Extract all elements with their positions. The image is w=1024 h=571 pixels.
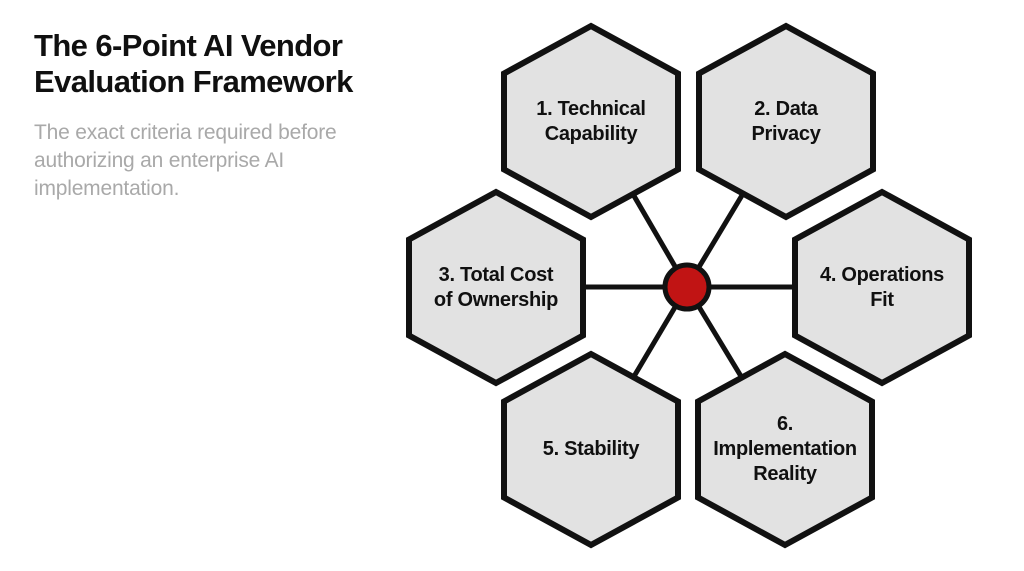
header: The 6-Point AI Vendor Evaluation Framewo… — [34, 28, 424, 203]
node-label: 2. Data Privacy — [751, 97, 821, 145]
page-subtitle: The exact criteria required before autho… — [34, 121, 337, 200]
hexagon-node-implementation-reality: 6. Implementation Reality — [694, 350, 876, 549]
hexagon-node-operations-fit: 4. Operations Fit — [791, 188, 973, 387]
node-label: 3. Total Cost of Ownership — [433, 263, 559, 311]
hexagon-node-total-cost-of-ownership: 3. Total Cost of Ownership — [405, 188, 587, 387]
hexagon-shape — [406, 188, 586, 387]
hub-circle-icon — [662, 262, 712, 312]
hexagon-shape — [696, 22, 876, 221]
hexagon-shape — [501, 350, 681, 549]
node-label: 4. Operations Fit — [820, 263, 944, 311]
node-label: 6. Implementation Reality — [713, 413, 857, 485]
hexagon-node-data-privacy: 2. Data Privacy — [695, 22, 877, 221]
hexagon-node-technical-capability: 1. Technical Capability — [500, 22, 682, 221]
node-label: 1. Technical Capability — [536, 97, 646, 145]
hexagon-shape — [695, 350, 875, 549]
page-title: The 6-Point AI Vendor Evaluation Framewo… — [34, 28, 353, 99]
hexagon-node-stability: 5. Stability — [500, 350, 682, 549]
hexagon-shape — [792, 188, 972, 387]
hexagon-shape — [501, 22, 681, 221]
node-label: 5. Stability — [542, 438, 640, 460]
